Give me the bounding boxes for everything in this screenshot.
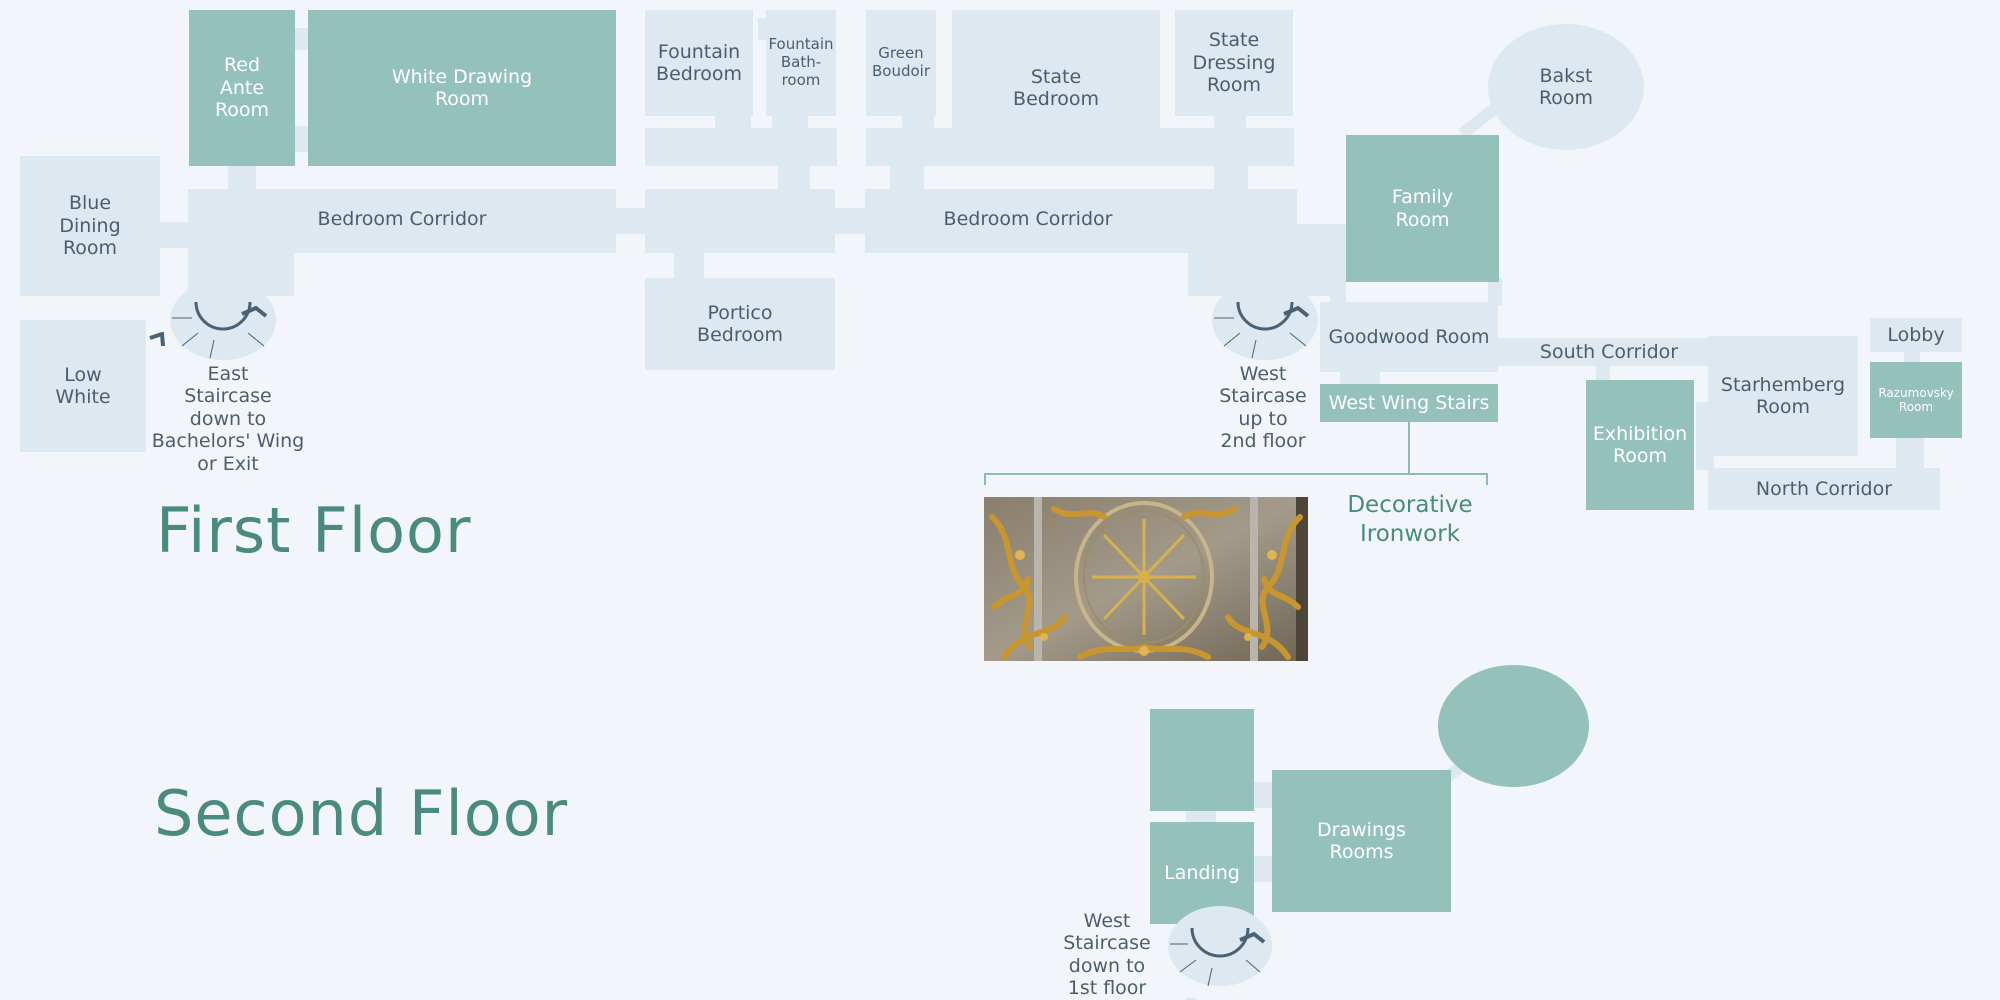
room-label: Bakst Room [1538,64,1594,109]
portico-bedroom: Portico Bedroom [645,278,835,370]
lobby: Lobby [1870,318,1962,352]
corridor-connector [1214,114,1246,132]
bedroom-corridor-label: Bedroom Corridor [943,208,1113,230]
corridor-connector [290,126,310,152]
room-label: Goodwood Room [1328,325,1490,348]
red-ante-room: Red Ante Room [189,10,295,166]
bedroom-corridor-middle [645,189,835,253]
bedroom-corridor-right [865,189,1297,253]
razumovsky-room: Razumovsky Room [1870,362,1962,438]
room-label: White Drawing Room [391,65,533,110]
bakst-room: Bakst Room [1488,24,1644,150]
room-label: Razumovsky Room [1878,385,1954,414]
room-label: Lobby [1887,323,1945,346]
room-label: Fountain Bath- room [768,35,834,89]
room-label: State Dressing Room [1192,29,1276,97]
corridor-connector [155,222,195,248]
white-drawing-room: White Drawing Room [308,10,616,166]
corridor-connector [1252,782,1274,808]
room-label: Low White [55,363,111,408]
east-staircase-label: East Staircase down to Bachelors' Wing o… [151,363,305,475]
corridor-connector [1186,998,1196,1000]
corridor-connector [778,164,810,194]
staircase-icon [170,280,276,360]
second-floor-title: Second Floor [154,777,569,850]
corridor-connector [1214,164,1248,194]
upper-passage-left [645,128,837,166]
room-label: Red Ante Room [214,54,270,122]
room-label: North Corridor [1755,477,1893,500]
low-white-room: Low White [20,320,146,452]
green-boudoir: Green Boudoir [866,10,936,116]
fountain-bathroom: Fountain Bath- room [766,10,836,116]
fountain-bedroom: Fountain Bedroom [645,10,753,116]
room-label: South Corridor [1539,340,1679,363]
north-corridor: North Corridor [1708,468,1940,510]
corridor-connector [715,114,751,132]
corridor-connector [1252,856,1274,882]
drawings-rooms: Drawings Rooms [1272,770,1451,912]
bedroom-corridor-left [188,189,616,253]
corridor-connector [772,114,808,132]
state-dressing-room: State Dressing Room [1175,10,1293,116]
corridor-connector [1488,278,1502,306]
staircase-icon [1168,906,1272,987]
corridor-connector [1330,224,1346,304]
state-bedroom: State Bedroom [952,10,1160,166]
round-room [1438,665,1589,787]
bedroom-corridor-label: Bedroom Corridor [317,208,487,230]
first-floor-title: First Floor [156,494,472,567]
room-label: Blue Dining Room [59,192,121,260]
upper-room [1150,709,1254,811]
room-label: Fountain Bedroom [656,40,742,85]
callout-bracket [984,422,1488,485]
decorative-ironwork-photo [984,497,1308,661]
staircase-icon [1212,280,1318,360]
room-label: Landing [1164,861,1240,884]
room-label: Portico Bedroom [697,301,783,346]
corridor-connector [890,164,924,194]
goodwood-room: Goodwood Room [1320,302,1498,372]
corridor-connector [902,114,934,132]
decorative-ironwork-caption: Decorative Ironwork [1347,492,1473,547]
blue-dining-room: Blue Dining Room [20,156,160,296]
starhemberg-room: Starhemberg Room [1708,336,1858,456]
corridor-connector [1896,438,1924,470]
west-staircase-label: West Staircase up to 2nd floor [1219,363,1307,453]
corridor-connector [1186,808,1216,826]
west-wing-stairs: West Wing Stairs [1320,384,1498,422]
corridor-connector [290,28,310,50]
arrow-icon [149,332,165,347]
corridor-connector [1596,366,1610,384]
room-label: Starhemberg Room [1720,373,1846,418]
exhibition-room: Exhibition Room [1586,380,1694,510]
room-label: State Bedroom [1013,65,1099,110]
corridor-connector [228,165,256,191]
family-room: Family Room [1346,135,1499,282]
south-corridor: South Corridor [1498,338,1720,366]
room-label: Exhibition Room [1592,422,1688,467]
room-label: West Wing Stairs [1328,391,1490,414]
room-label: Family Room [1391,186,1454,231]
corridor-connector [674,250,704,280]
landing: Landing [1150,822,1254,924]
room-label: Green Boudoir [871,44,930,80]
second-floor-west-staircase-label: West Staircase down to 1st floor [1063,910,1151,1000]
room-label: Drawings Rooms [1317,818,1406,863]
